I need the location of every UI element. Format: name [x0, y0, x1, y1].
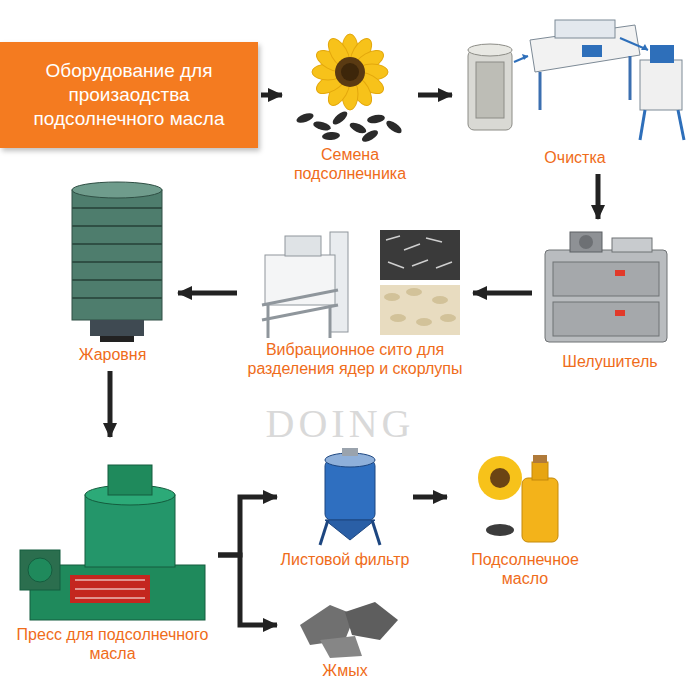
equipment-node: Пресс для подсолнечного масла: [10, 440, 215, 667]
flow-arrow: [596, 174, 601, 219]
equipment-node: Очистка: [455, 8, 695, 171]
step-caption: Пресс для подсолнечного масла: [10, 625, 215, 663]
flow-arrow: [418, 93, 452, 98]
step-caption: Листовой фильтр: [280, 550, 410, 569]
step-caption: Вибрационное сито для разделения ядер и …: [240, 340, 470, 378]
flow-arrow: [218, 555, 277, 625]
roaster-tower: [72, 182, 162, 342]
equipment-node: Вибрационное сито для разделения ядер и …: [240, 222, 470, 382]
title-text: Оборудование для произаодства подсолнечн…: [10, 59, 248, 131]
oil-cake: [300, 602, 398, 658]
flow-arrow: [108, 371, 113, 437]
step-caption: Жмых: [280, 661, 410, 680]
equipment-node: Подсолнечное масло: [450, 440, 600, 592]
equipment-node: Семена подсолнечника: [285, 40, 415, 187]
step-caption: Жаровня: [50, 345, 175, 364]
watermark: DOING: [240, 400, 440, 447]
step-caption: Семена подсолнечника: [285, 145, 415, 183]
cleaning-machines: [468, 20, 684, 140]
sunflower-picture: [295, 34, 403, 144]
equipment-node: Жаровня: [50, 175, 175, 368]
oil-press: [20, 465, 205, 620]
step-caption: Очистка: [455, 148, 695, 167]
flow-arrow: [261, 93, 282, 98]
flow-arrow: [218, 497, 277, 555]
vibrating-sieve: [262, 230, 460, 338]
equipment-node: Шелушитель: [535, 222, 685, 375]
flow-arrow: [473, 291, 532, 296]
step-caption: Подсолнечное масло: [450, 550, 600, 588]
husker-machine: [545, 232, 667, 342]
equipment-node: Листовой фильтр: [280, 440, 410, 573]
leaf-filter: [320, 448, 380, 545]
oil-bottle: [478, 455, 558, 542]
equipment-node: Жмых: [280, 595, 410, 684]
flow-arrow: [413, 495, 447, 500]
flow-arrow: [178, 291, 237, 296]
step-caption: Шелушитель: [535, 352, 685, 371]
title-box: Оборудование для произаодства подсолнечн…: [0, 42, 258, 148]
